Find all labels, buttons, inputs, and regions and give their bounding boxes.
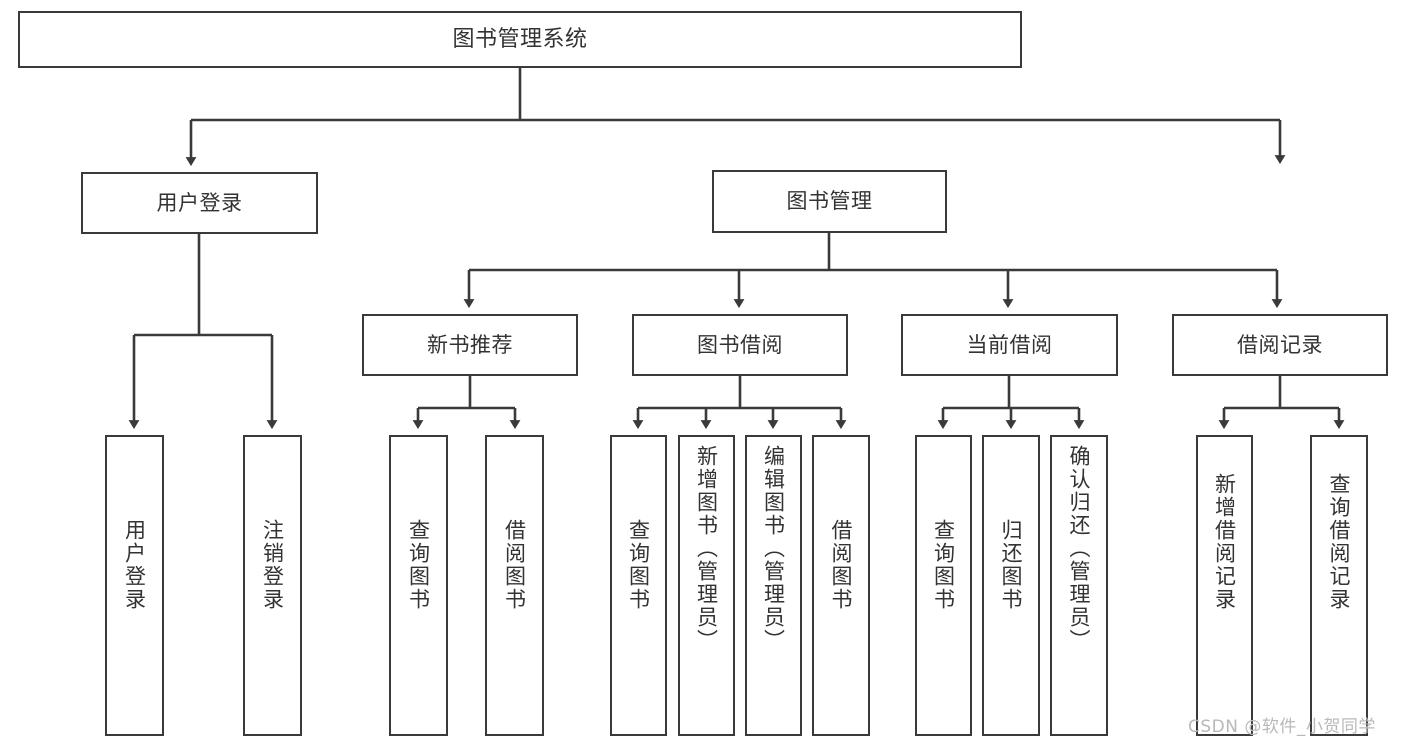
node-current-borrow[interactable]: 当前借阅 <box>901 314 1118 376</box>
node-leaf-user-login[interactable]: 用户登录 <box>105 435 164 736</box>
node-new-book-recommend[interactable]: 新书推荐 <box>362 314 578 376</box>
node-leaf-add-borrow-record[interactable]: 新增借阅记录 <box>1196 435 1253 736</box>
node-leaf-borrow-book-1[interactable]: 借阅图书 <box>485 435 544 736</box>
node-book-manage-label: 图书管理 <box>786 189 873 214</box>
node-leaf-query-borrow-record-label: 查询借阅记录 <box>1327 473 1352 611</box>
node-leaf-user-login-label: 用户登录 <box>122 519 147 611</box>
node-borrow-record[interactable]: 借阅记录 <box>1172 314 1388 376</box>
node-leaf-user-logout-label: 注销登录 <box>260 519 285 611</box>
node-borrow-record-label: 借阅记录 <box>1237 332 1323 357</box>
csdn-watermark: CSDN @软件_小贺同学 <box>1188 717 1376 737</box>
node-leaf-user-logout[interactable]: 注销登录 <box>243 435 302 736</box>
node-root-label: 图书管理系统 <box>452 26 588 52</box>
node-user-login-label: 用户登录 <box>156 190 243 215</box>
node-leaf-confirm-return[interactable]: 确认归还（管理员） <box>1050 435 1108 736</box>
node-new-book-recommend-label: 新书推荐 <box>427 332 513 357</box>
node-leaf-add-book-label: 新增图书（管理员） <box>694 445 719 652</box>
node-leaf-query-book-2[interactable]: 查询图书 <box>610 435 667 736</box>
node-book-borrow-label: 图书借阅 <box>697 332 783 357</box>
node-leaf-query-book-3[interactable]: 查询图书 <box>915 435 972 736</box>
node-leaf-query-book-1-label: 查询图书 <box>406 519 431 611</box>
node-leaf-query-book-3-label: 查询图书 <box>931 519 956 611</box>
node-book-borrow[interactable]: 图书借阅 <box>632 314 848 376</box>
node-leaf-borrow-book-2-label: 借阅图书 <box>829 519 854 611</box>
node-leaf-query-book-1[interactable]: 查询图书 <box>389 435 448 736</box>
node-leaf-add-borrow-record-label: 新增借阅记录 <box>1212 473 1237 611</box>
node-leaf-query-book-2-label: 查询图书 <box>626 519 651 611</box>
node-leaf-edit-book[interactable]: 编辑图书（管理员） <box>745 435 802 736</box>
node-leaf-add-book[interactable]: 新增图书（管理员） <box>678 435 735 736</box>
node-leaf-borrow-book-1-label: 借阅图书 <box>502 519 527 611</box>
node-root[interactable]: 图书管理系统 <box>18 11 1022 68</box>
node-book-manage[interactable]: 图书管理 <box>712 170 947 233</box>
node-leaf-borrow-book-2[interactable]: 借阅图书 <box>812 435 870 736</box>
node-leaf-edit-book-label: 编辑图书（管理员） <box>761 445 786 652</box>
node-current-borrow-label: 当前借阅 <box>966 332 1053 357</box>
node-leaf-query-borrow-record[interactable]: 查询借阅记录 <box>1310 435 1368 736</box>
node-leaf-return-book-label: 归还图书 <box>999 519 1024 611</box>
node-leaf-confirm-return-label: 确认归还（管理员） <box>1067 445 1092 652</box>
node-user-login[interactable]: 用户登录 <box>81 172 318 234</box>
node-leaf-return-book[interactable]: 归还图书 <box>982 435 1040 736</box>
